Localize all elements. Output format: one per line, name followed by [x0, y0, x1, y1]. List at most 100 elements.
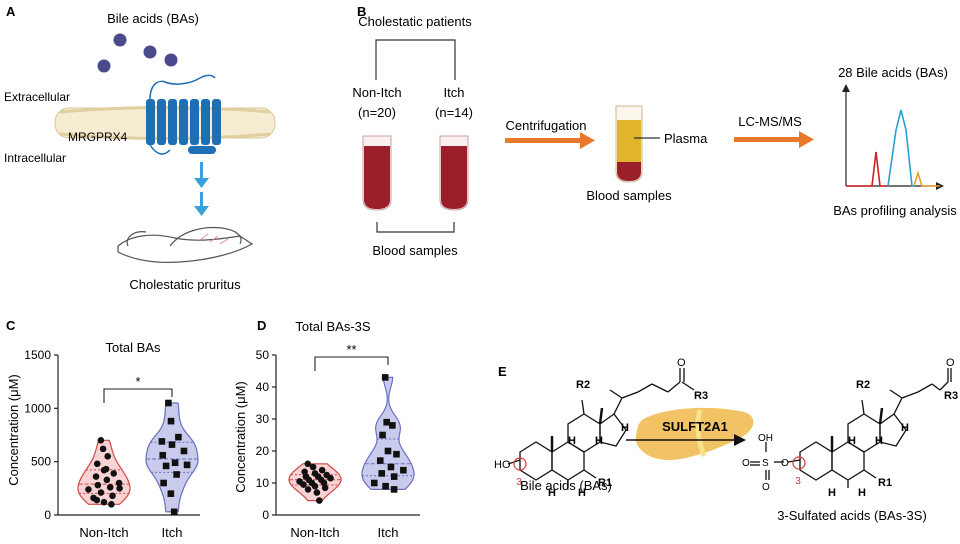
data-point: [311, 482, 319, 490]
group-itch-label: Itch: [444, 85, 465, 100]
data-point: [173, 471, 180, 478]
data-point: [300, 481, 307, 488]
bile-acids-caption: Bile acids (BAs): [520, 478, 612, 493]
data-point: [93, 496, 101, 504]
h-label-right-5: H: [858, 487, 866, 499]
panel-a: A Bile acids (BAs) Extracellular MRGPRX4…: [4, 4, 276, 292]
sulfate-oh-label: OH: [758, 433, 773, 444]
data-point: [162, 462, 170, 470]
data-point: [108, 501, 115, 508]
significance-stars: **: [346, 342, 356, 357]
panel-b: B Cholestatic patients Non-Itch (n=20) I…: [352, 4, 957, 258]
mrgprx4-receptor-icon: [146, 74, 221, 155]
centrifugation-label: Centrifugation: [506, 118, 587, 133]
y-tick-label: 20: [256, 444, 270, 458]
data-point: [321, 484, 329, 492]
data-point: [116, 485, 123, 492]
data-point: [382, 482, 389, 490]
tubes-caption: Blood samples: [372, 243, 458, 258]
hydroxyl-label: HO: [494, 459, 511, 471]
y-tick-label: 40: [256, 380, 270, 394]
significance-bracket: [103, 388, 173, 403]
panel-e-letter: E: [498, 364, 507, 379]
reaction-arrow-icon: [626, 434, 746, 446]
intracellular-label: Intracellular: [4, 151, 66, 165]
data-point: [167, 490, 175, 497]
data-point: [370, 479, 378, 487]
data-point: [110, 470, 118, 477]
tubes-bracket: [376, 222, 455, 233]
x-category-label: Non-Itch: [79, 525, 128, 540]
data-point: [99, 445, 107, 453]
sulfate-o-label-1: O: [742, 458, 750, 469]
data-point: [97, 489, 105, 496]
plasma-tube-icon: [615, 105, 643, 183]
chromatogram-caption: BAs profiling analysis: [833, 203, 957, 218]
data-point: [106, 483, 114, 491]
y-tick-label: 1500: [24, 348, 51, 362]
chromatogram: [842, 84, 944, 190]
data-point: [390, 486, 398, 493]
panel-a-letter: A: [6, 4, 16, 19]
data-point: [175, 433, 182, 441]
data-point: [102, 465, 110, 473]
data-point: [168, 441, 176, 448]
y-tick-label: 30: [256, 412, 270, 426]
r2-label-right: R2: [856, 379, 870, 391]
data-point: [183, 461, 191, 469]
group-non-itch-label: Non-Itch: [352, 85, 401, 100]
data-point: [383, 418, 390, 426]
carbonyl-o-right: O: [946, 357, 955, 369]
data-point: [381, 374, 389, 381]
data-point: [304, 460, 312, 468]
r1-label-right: R1: [878, 477, 892, 489]
carbonyl-o-left: O: [677, 357, 686, 369]
data-point: [115, 479, 123, 487]
chromatogram-title: 28 Bile acids (BAs): [838, 65, 948, 80]
data-point: [390, 473, 398, 480]
data-point: [309, 463, 317, 471]
data-point: [109, 492, 116, 500]
sulfate-o-label-2: O: [762, 482, 770, 493]
process-arrow-icon: [734, 131, 814, 148]
sulfur-label: S: [762, 458, 769, 469]
data-point: [97, 437, 105, 444]
x-category-label: Itch: [378, 525, 399, 540]
r1-label-left: R1: [598, 477, 612, 489]
position-3-highlight: [513, 457, 527, 471]
chart-c-title: Total BAs: [106, 340, 161, 355]
r3-label-right: R3: [944, 390, 958, 402]
data-point: [393, 450, 400, 458]
liver-icon: [635, 407, 754, 460]
data-point: [159, 451, 167, 459]
chart-d-ylabel: Concentration (μM): [233, 381, 248, 493]
sulfate-o-label-3: O: [781, 458, 789, 469]
patients-title: Cholestatic patients: [358, 14, 472, 29]
process-arrow-icon: [505, 132, 595, 149]
y-tick-label: 0: [44, 508, 51, 522]
data-point: [389, 422, 396, 429]
data-point: [85, 486, 92, 493]
chart-c-ylabel: Concentration (μM): [6, 374, 21, 486]
x-category-label: Non-Itch: [290, 525, 339, 540]
bile-acids-title: Bile acids (BAs): [107, 11, 199, 26]
data-point: [384, 447, 392, 455]
data-point: [387, 463, 395, 471]
sample-caption: Blood samples: [586, 188, 672, 203]
h-label-left-5: H: [578, 487, 586, 499]
panel-b-letter: B: [357, 4, 366, 19]
panel-c-letter: C: [6, 318, 16, 333]
data-point: [180, 447, 188, 455]
h-label-right-3: H: [875, 435, 883, 447]
y-tick-label: 1000: [24, 401, 51, 415]
group-itch-n: (n=14): [435, 105, 473, 120]
position-3-label: 3: [516, 477, 522, 488]
y-tick-label: 500: [31, 455, 51, 469]
sulfated-bile-acid-structure: [750, 368, 952, 488]
receptor-label: MRGPRX4: [68, 130, 128, 144]
data-point: [378, 470, 386, 477]
data-point: [327, 474, 334, 482]
